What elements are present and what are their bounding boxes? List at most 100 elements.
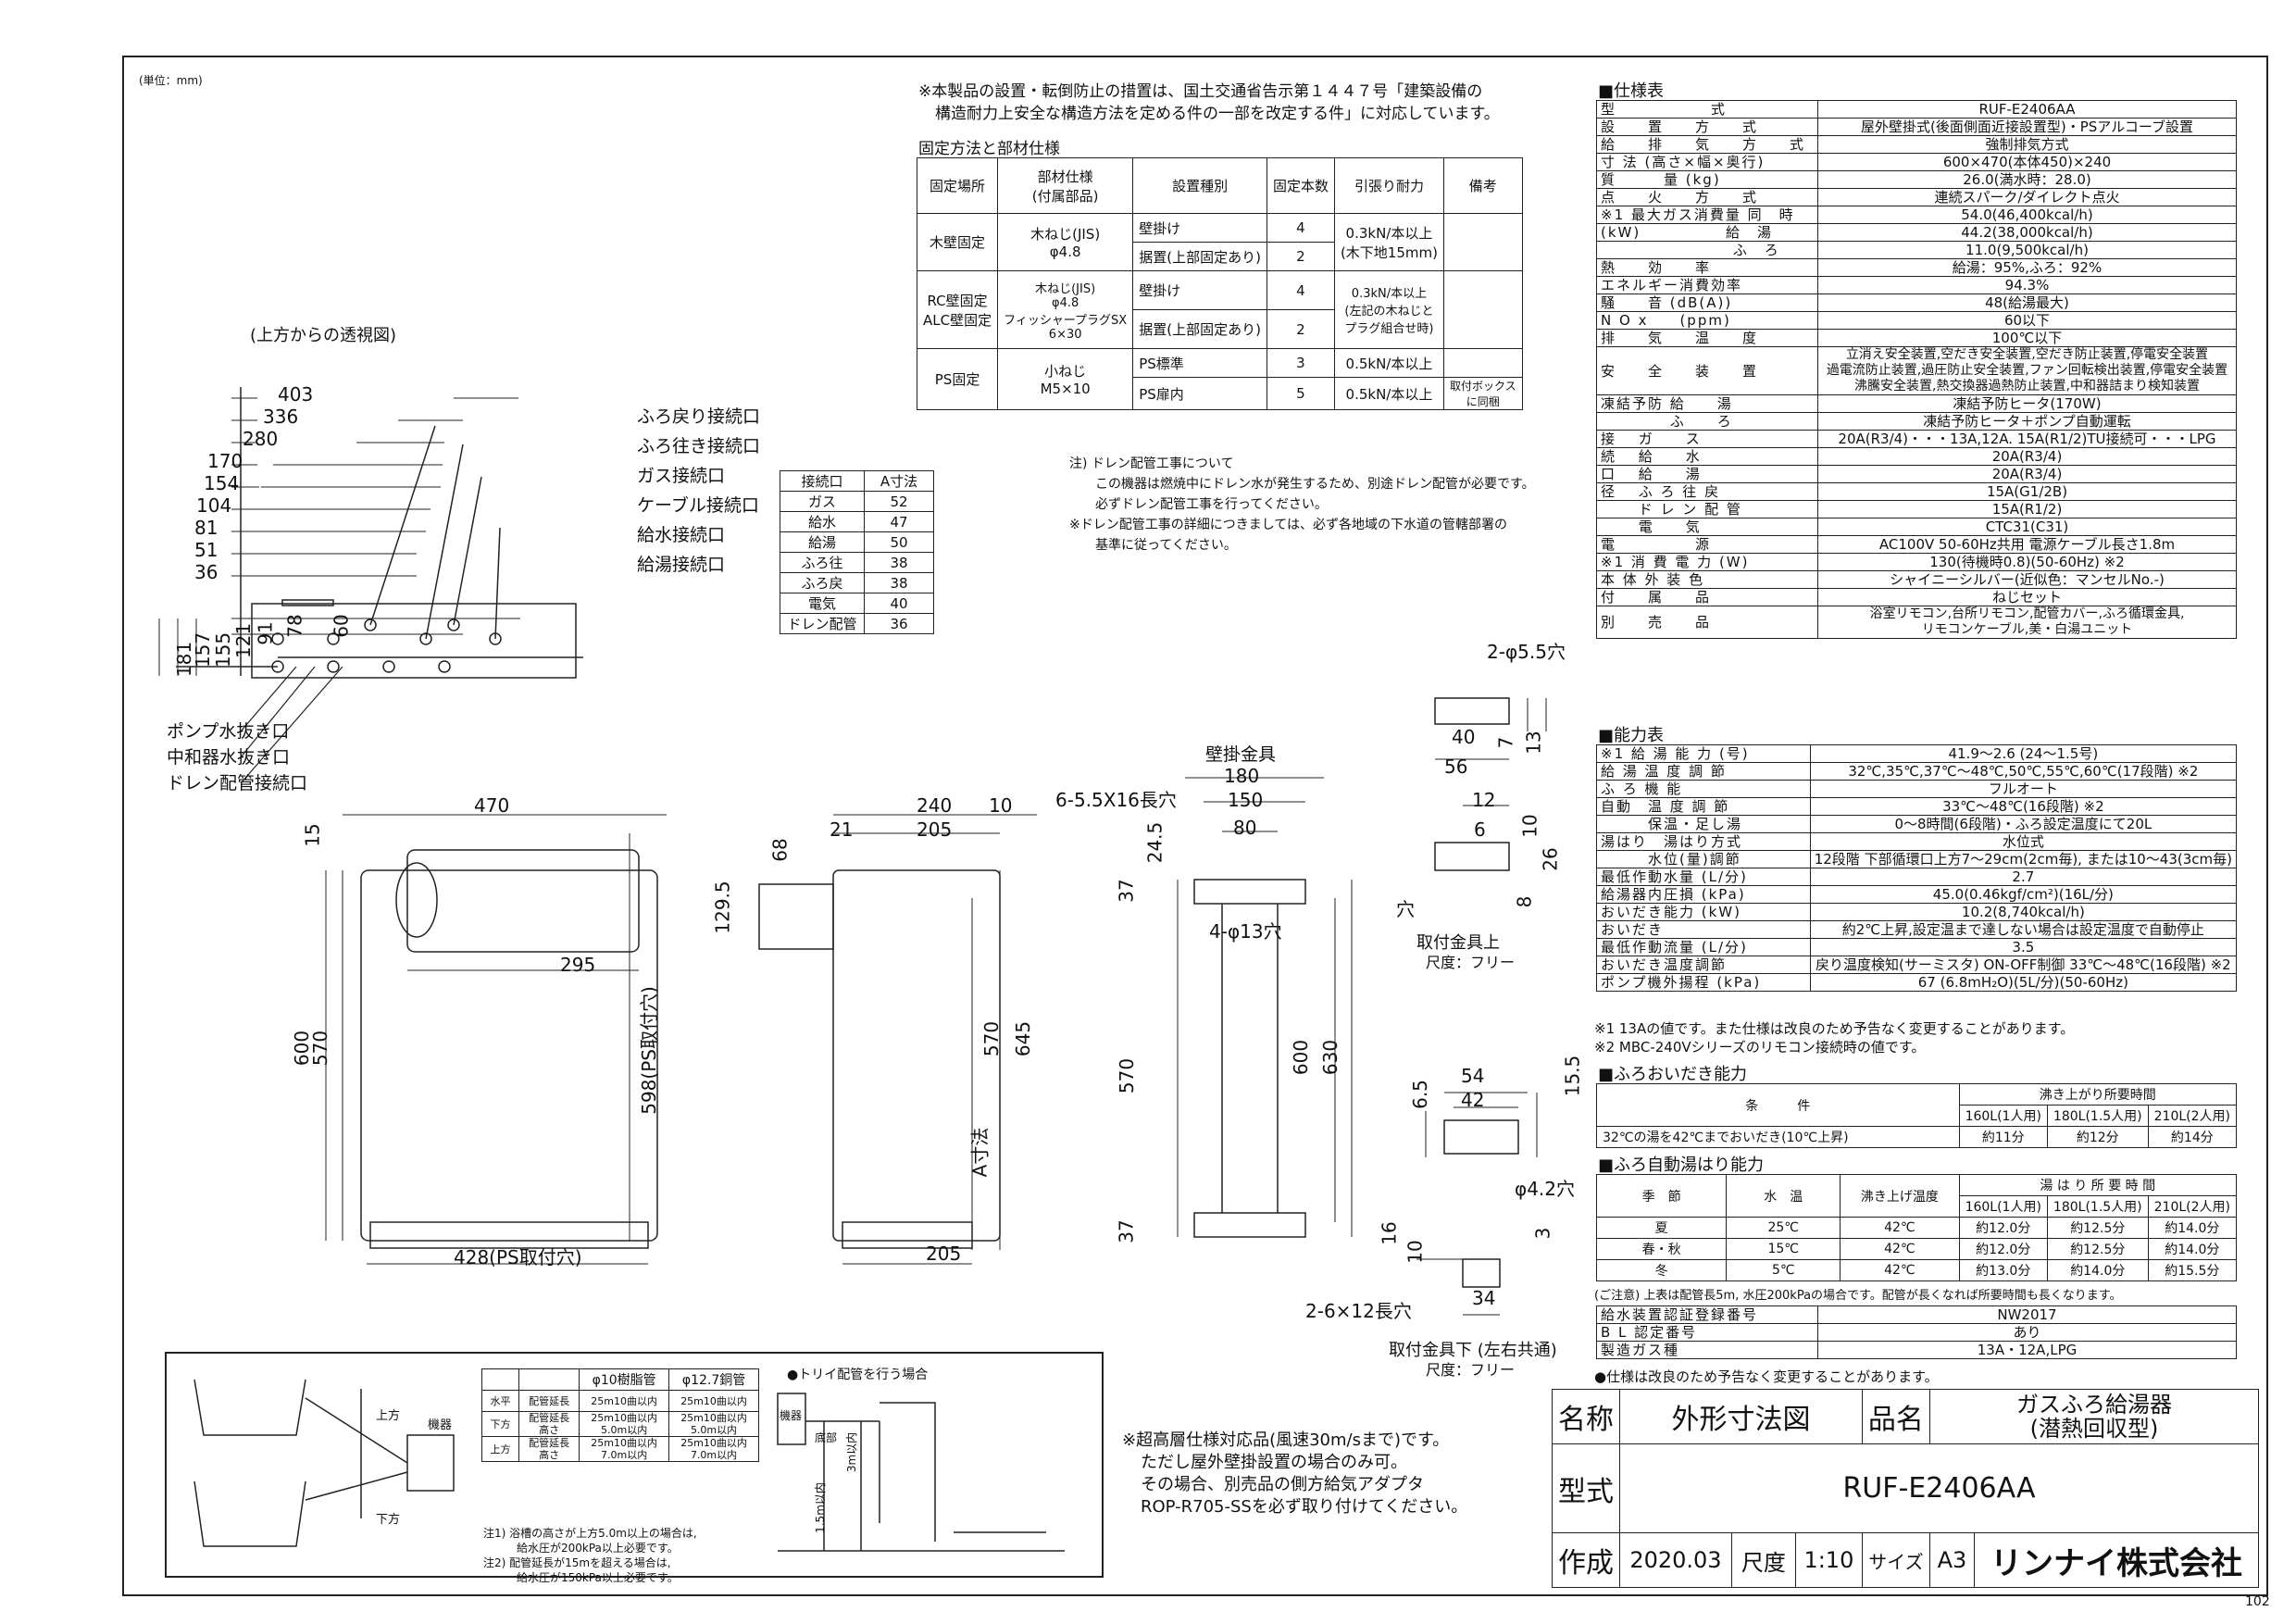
reheat-col-0: 160L(1人用) (1958, 1105, 2048, 1127)
cert-note: ●仕様は改良のため予告なく変更することがあります。 (1594, 1368, 1939, 1385)
spec-value-21: 15A(R1/2) (1817, 500, 2237, 518)
conn-label-4: 給水接続口 (637, 525, 726, 545)
autofill-h3: 沸き上げ温度 (1840, 1174, 1960, 1218)
fixing-h0: 固定場所 (916, 157, 999, 214)
drain-note: 注) ドレン配管工事について この機器は燃焼中にドレン水が発生するため、別途ドレ… (1069, 454, 1535, 556)
ability-label-3: 自動 温 度 調 節 (1596, 797, 1811, 816)
conn-name-6: ドレン配管 (780, 613, 865, 634)
title-block: 名称 外形寸法図 品名 ガスふろ給湯器 (潜熱回収型) 型式 RUF-E2406… (1552, 1389, 2260, 1588)
dim-81: 81 (194, 517, 218, 539)
ability-label-4: 保温・足し湯 (1596, 815, 1811, 833)
pipe-cell-0-0: 水平 (480, 1390, 520, 1412)
spec-value-8: 11.0(9,500kcal/h) (1817, 241, 2237, 259)
dim-150: 150 (1228, 789, 1264, 811)
dim-24-5: 24.5 (1143, 821, 1167, 864)
tb-company: リンナイ株式会社 (1974, 1532, 2259, 1588)
spec-label-16: ふ ろ (1596, 412, 1818, 431)
tb-made-value: 2020.03 (1619, 1532, 1732, 1588)
tb-scale-value: 1:10 (1794, 1532, 1863, 1588)
spec-value-4: 26.0(満水時：28.0) (1817, 170, 2237, 189)
tb-scale-label: 尺度 (1730, 1532, 1796, 1588)
autofill-cell-2-0: 冬 (1595, 1259, 1728, 1281)
dim-205: 205 (917, 818, 953, 841)
conn-name-0: ガス (780, 491, 865, 512)
autofill-cell-0-4: 約12.5分 (2046, 1217, 2149, 1239)
dim-8: 8 (1513, 895, 1536, 908)
fixing-kind-2: 壁掛け (1132, 270, 1267, 310)
drawing-frame (122, 56, 2268, 1596)
ability-value-2: フルオート (1809, 780, 2238, 798)
spec-label-11: 騒 音 (dB(A)) (1596, 294, 1818, 312)
dim-15-5: 15.5 (1561, 1055, 1584, 1097)
dim-54: 54 (1461, 1065, 1485, 1087)
ability-label-2: ふ ろ 機 能 (1596, 780, 1811, 798)
ability-title: ■能力表 (1598, 726, 1665, 745)
dim-34: 34 (1472, 1287, 1496, 1309)
dim-36: 36 (194, 561, 218, 583)
pipe-cell-2-1: 配管延長 高さ (518, 1436, 580, 1462)
spec-value-11: 48(給湯最大) (1817, 294, 2237, 312)
fixing-count-2: 4 (1266, 270, 1335, 310)
fixing-part-4: 小ねじ M5×10 (997, 348, 1134, 410)
ability-label-9: おいだき能力 (kW) (1596, 903, 1811, 921)
dim-7: 7 (1494, 736, 1517, 749)
reheat-col-1: 180L(1.5人用) (2046, 1105, 2149, 1127)
reheat-val-0: 約11分 (1958, 1126, 2048, 1148)
spec-label-18: 続 給 水 (1596, 447, 1818, 466)
autofill-cell-2-1: 5℃ (1726, 1259, 1841, 1281)
tb-product-label: 品名 (1861, 1389, 1930, 1444)
spec-label-2: 給 排 気 方 式 (1596, 135, 1818, 154)
pipe-cell-0-1: 配管延長 (518, 1390, 580, 1412)
tb-size-label: サイズ (1861, 1532, 1930, 1588)
trap-bottom: 底部 (815, 1431, 838, 1444)
autofill-cell-0-5: 約14.0分 (2147, 1217, 2238, 1239)
dim-26: 26 (1539, 847, 1562, 871)
fit-bottom-caption: 取付金具下 (左右共通) (1389, 1341, 1557, 1360)
ability-note-1: ※1 13Aの値です。また仕様は改良のため予告なく変更することがあります。 (1594, 1020, 2075, 1037)
pipe-h3: φ12.7銅管 (668, 1368, 759, 1391)
spec-label-22: 電 気 (1596, 518, 1818, 536)
spec-value-14: 立消え安全装置,空だき安全装置,空だき防止装置,停電安全装置 過電流防止装置,過… (1817, 346, 2237, 395)
ability-value-10: 約2℃上昇,設定温まで達しない場合は設定温度で自動停止 (1809, 920, 2238, 939)
spec-label-13: 排 気 温 度 (1596, 329, 1818, 347)
reheat-table: 条 件沸き上がり所要時間 160L(1人用) 180L(1.5人用) 210L(… (1596, 1083, 2238, 1148)
dim-bracket-570: 570 (1116, 1057, 1139, 1094)
autofill-cell-2-3: 約13.0分 (1958, 1259, 2048, 1281)
high-wind-4: ROP-R705-SSを必ず取り付けてください。 (1141, 1497, 1468, 1517)
spec-value-13: 100℃以下 (1817, 329, 2237, 347)
dim-21: 21 (830, 818, 854, 841)
unit-note: (単位：mm) (139, 74, 203, 87)
trap-title: ●トリイ配管を行う場合 (787, 1368, 929, 1382)
reheat-cond: 条 件 (1596, 1083, 1960, 1127)
dim-598: 598(PS取付穴) (637, 986, 660, 1115)
fixing-count-1: 2 (1266, 242, 1335, 271)
spec-value-26: ねじセット (1817, 588, 2237, 606)
high-wind-3: その場合、別売品の側方給気アダプタ (1141, 1475, 1424, 1494)
fit-top-scale: 尺度：フリー (1426, 954, 1516, 971)
pipe-h1 (518, 1368, 580, 1391)
tb-name-label: 名称 (1552, 1389, 1620, 1444)
dim-60: 60 (330, 614, 353, 638)
dim-front-570: 570 (309, 1030, 332, 1067)
ability-value-5: 水位式 (1809, 832, 2238, 851)
spec-value-24: 130(待機時0.8)(50-60Hz) ※2 (1817, 553, 2237, 571)
conn-a-6: 36 (864, 613, 934, 634)
spec-label-4: 質 量 (kg) (1596, 170, 1818, 189)
dim-side-205: 205 (926, 1243, 962, 1265)
fit-top-drawing (1434, 697, 1547, 871)
spec-label-14: 安 全 装 置 (1596, 346, 1818, 395)
autofill-cell-0-0: 夏 (1595, 1217, 1728, 1239)
pipe-up: 上方 (376, 1409, 401, 1423)
conn-a-4: 38 (864, 572, 934, 593)
high-wind-note: ※超高層仕様対応品(風速30m/sまで)です。 ただし屋外壁掛設置の場合のみ可。… (1122, 1430, 1467, 1518)
dim-129-5: 129.5 (711, 881, 734, 934)
spec-label-10: エネルギー消費効率 (1596, 276, 1818, 294)
dim-180: 180 (1224, 765, 1260, 787)
fixing-force-0: 0.3kN/本以上 (木下地15mm) (1333, 213, 1444, 271)
fixing-kind-5: PS扉内 (1132, 377, 1267, 410)
tb-model-value: RUF-E2406AA (1619, 1443, 2259, 1533)
pipe-cell-2-0: 上方 (480, 1436, 520, 1462)
pipe-h2: φ10樹脂管 (579, 1368, 670, 1391)
dim-side-570: 570 (980, 1020, 1004, 1057)
